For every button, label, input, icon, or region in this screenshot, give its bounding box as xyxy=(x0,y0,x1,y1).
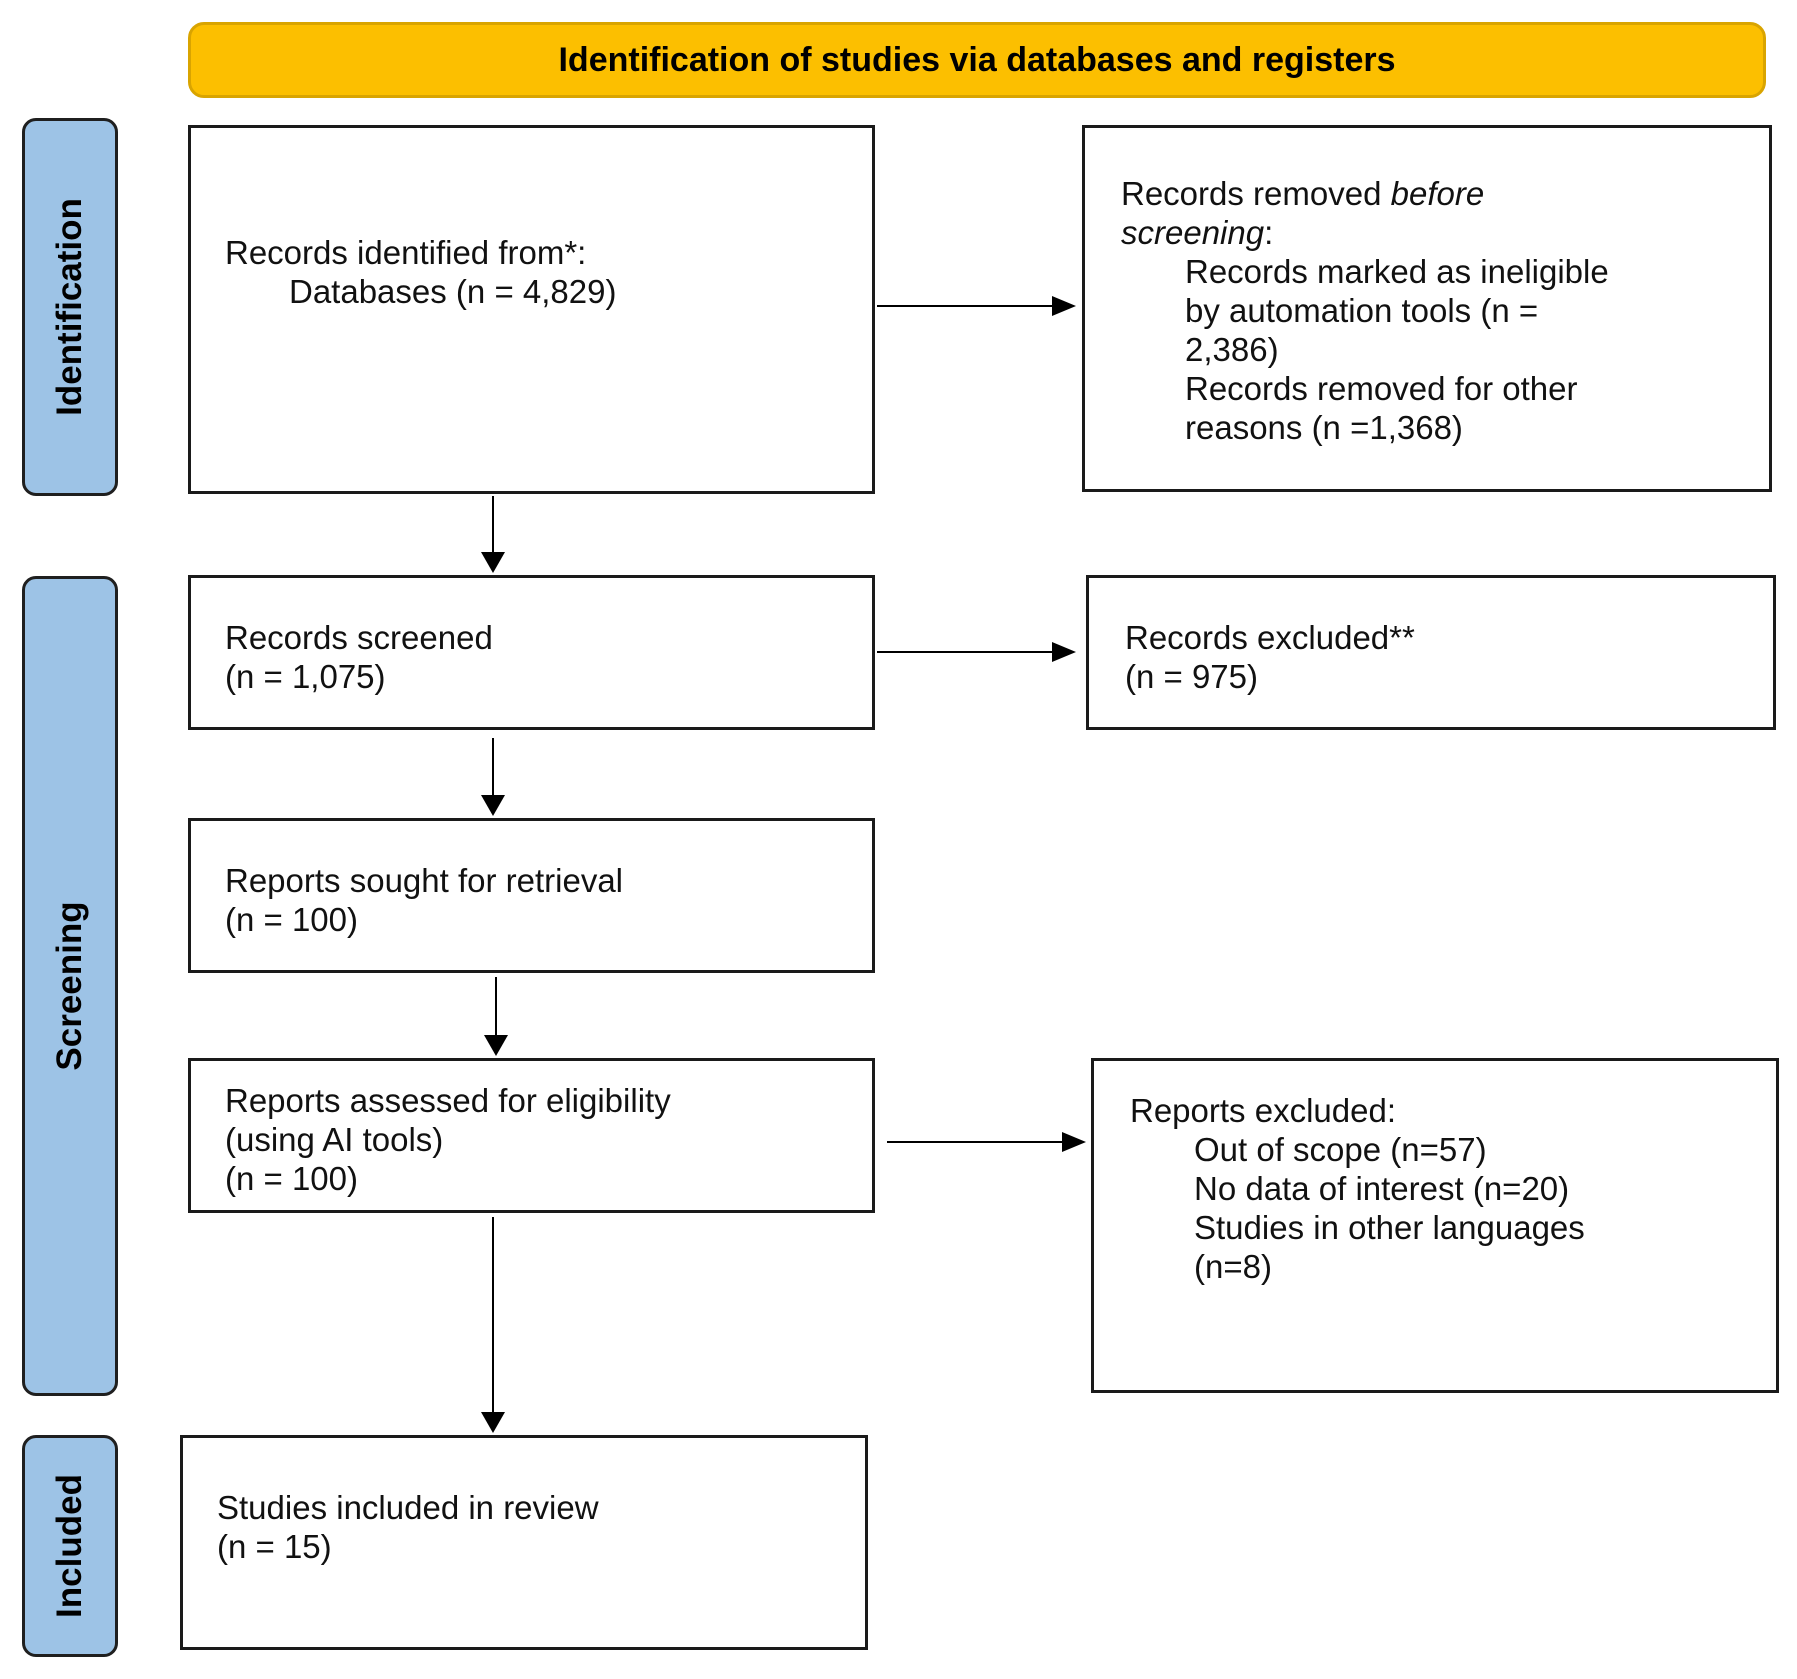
records-removed-other-1: Records removed for other xyxy=(1185,370,1578,407)
arrowhead-screened-to-sought xyxy=(481,795,505,816)
records-removed-heading-colon: : xyxy=(1264,214,1274,251)
arrowhead-screened-to-excluded xyxy=(1052,642,1076,662)
records-removed-other-2: reasons (n =1,368) xyxy=(1185,409,1463,446)
reports-sought-count: (n = 100) xyxy=(225,901,358,938)
records-screened-heading: Records screened xyxy=(225,619,493,656)
studies-included-box: Studies included in review (n = 15) xyxy=(180,1435,868,1650)
records-removed-heading-plain: Records removed xyxy=(1121,175,1391,212)
reports-excluded-out-of-scope: Out of scope (n=57) xyxy=(1194,1131,1487,1168)
arrowhead-assessed-to-excluded xyxy=(1062,1132,1086,1152)
arrowhead-identified-to-screened xyxy=(481,552,505,573)
records-identified-box: Records identified from*: Databases (n =… xyxy=(188,125,875,494)
arrowhead-assessed-to-included xyxy=(481,1412,505,1433)
records-removed-automation-2: by automation tools (n = xyxy=(1185,292,1539,329)
stage-identification: Identification xyxy=(22,118,118,496)
records-removed-heading-italic-1: before xyxy=(1390,175,1485,212)
reports-excluded-languages-1: Studies in other languages xyxy=(1194,1209,1585,1246)
records-excluded-count: (n = 975) xyxy=(1125,658,1258,695)
arrowhead-identified-to-removed xyxy=(1052,296,1076,316)
records-screened-count: (n = 1,075) xyxy=(225,658,386,695)
records-removed-heading-line2: screening: xyxy=(1121,213,1609,252)
reports-sought-heading: Reports sought for retrieval xyxy=(225,862,624,899)
records-removed-automation-3: 2,386) xyxy=(1185,331,1279,368)
studies-included-heading: Studies included in review xyxy=(217,1489,599,1526)
records-removed-box: Records removed before screening: Record… xyxy=(1082,125,1772,492)
reports-excluded-heading: Reports excluded: xyxy=(1130,1092,1396,1129)
reports-assessed-box: Reports assessed for eligibility (using … xyxy=(188,1058,875,1213)
records-removed-automation-1: Records marked as ineligible xyxy=(1185,253,1609,290)
header-title: Identification of studies via databases … xyxy=(558,40,1396,79)
stage-screening: Screening xyxy=(22,576,118,1396)
reports-sought-box: Reports sought for retrieval (n = 100) xyxy=(188,818,875,973)
arrowhead-sought-to-assessed xyxy=(484,1035,508,1056)
reports-assessed-method: (using AI tools) xyxy=(225,1121,444,1158)
reports-excluded-languages-2: (n=8) xyxy=(1194,1248,1272,1285)
records-screened-box: Records screened (n = 1,075) xyxy=(188,575,875,730)
reports-excluded-no-data: No data of interest (n=20) xyxy=(1194,1170,1570,1207)
reports-assessed-count: (n = 100) xyxy=(225,1160,358,1197)
reports-assessed-heading: Reports assessed for eligibility xyxy=(225,1082,671,1119)
records-removed-heading-line1: Records removed before xyxy=(1121,174,1609,213)
records-removed-heading-italic-2: screening xyxy=(1121,214,1265,251)
records-excluded-heading: Records excluded** xyxy=(1125,619,1415,656)
records-excluded-box: Records excluded** (n = 975) xyxy=(1086,575,1776,730)
reports-excluded-box: Reports excluded: Out of scope (n=57) No… xyxy=(1091,1058,1779,1393)
header-banner: Identification of studies via databases … xyxy=(188,22,1766,98)
records-identified-heading: Records identified from*: xyxy=(225,234,587,271)
stage-included: Included xyxy=(22,1435,118,1657)
records-identified-databases: Databases (n = 4,829) xyxy=(289,273,617,310)
studies-included-count: (n = 15) xyxy=(217,1528,332,1565)
